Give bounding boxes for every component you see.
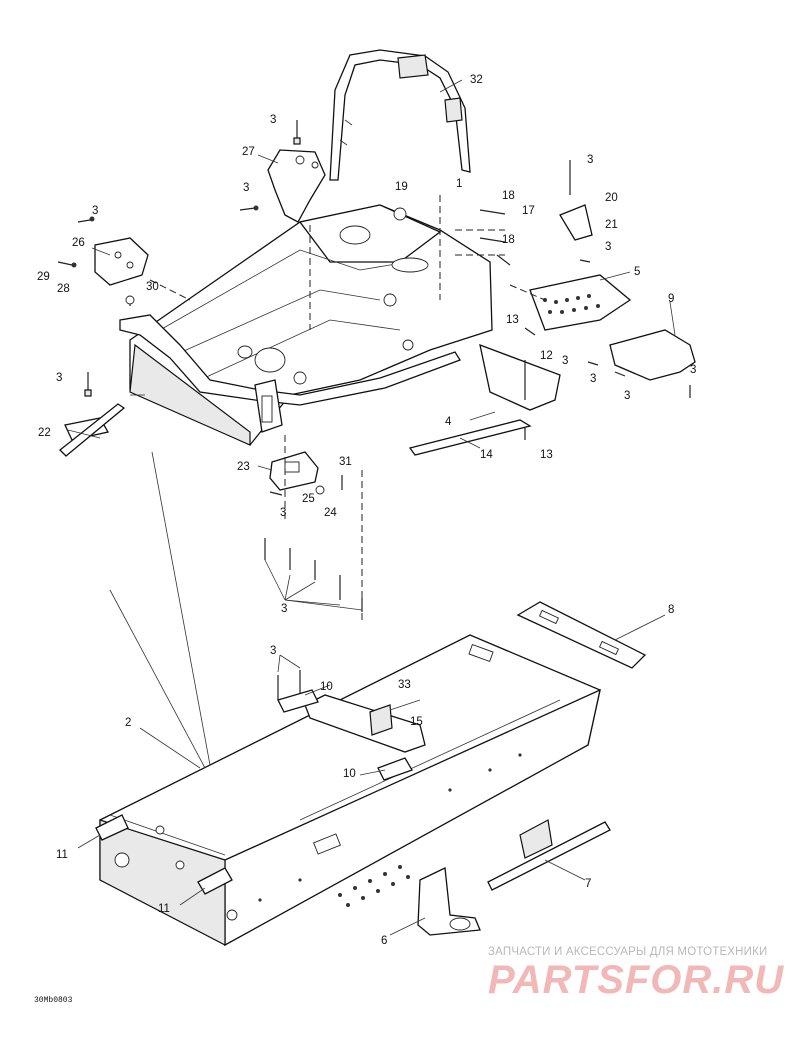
callout-7: 7 [585, 878, 591, 890]
cross-brace [304, 694, 426, 753]
upper-frame [119, 204, 493, 446]
callout-21: 21 [605, 219, 618, 231]
column-bracket [267, 149, 326, 223]
corner-plate-front [95, 814, 129, 841]
callout-3: 3 [56, 372, 62, 384]
leader-lines [67, 79, 676, 936]
tunnel [99, 634, 601, 947]
callout-27: 27 [242, 146, 255, 158]
watermark-logo: PARTSFOR.RU [488, 958, 785, 1002]
callout-3: 3 [243, 182, 249, 194]
callout-28: 28 [57, 283, 70, 295]
callout-13: 13 [506, 314, 519, 326]
callout-10: 10 [343, 768, 356, 780]
side-bracket [94, 237, 149, 286]
callout-11: 11 [158, 903, 170, 915]
callout-6: 6 [381, 935, 387, 947]
callout-26: 26 [72, 237, 85, 249]
drawing-code: 30Mb0803 [34, 996, 73, 1005]
callout-3: 3 [605, 241, 611, 253]
callout-18: 18 [502, 234, 515, 246]
callout-3: 3 [270, 645, 276, 657]
callout-12: 12 [540, 350, 553, 362]
callout-18: 18 [502, 190, 515, 202]
clip-bracket [559, 204, 593, 241]
callout-1: 1 [456, 178, 462, 190]
bumper-mount [59, 403, 126, 457]
callout-10: 10 [320, 681, 333, 693]
assembly-lines-upper [130, 195, 546, 620]
callout-17: 17 [522, 205, 535, 217]
callout-3: 3 [92, 205, 98, 217]
callout-15: 15 [410, 716, 423, 728]
callout-9: 9 [668, 293, 674, 305]
callout-3: 3 [270, 114, 276, 126]
callout-24: 24 [324, 507, 337, 519]
callout-3: 3 [690, 364, 696, 376]
mount-lower [377, 757, 413, 781]
rear-cover [609, 329, 696, 381]
steering-column-support [329, 49, 471, 181]
callout-23: 23 [237, 461, 250, 473]
callout-14: 14 [480, 449, 493, 461]
callout-4: 4 [445, 416, 452, 428]
callout-33: 33 [398, 679, 411, 691]
callout-31: 31 [339, 456, 352, 468]
callout-3: 3 [587, 154, 593, 166]
callout-11: 11 [56, 849, 68, 861]
callout-25: 25 [302, 493, 315, 505]
callout-3: 3 [590, 373, 596, 385]
callout-29: 29 [37, 271, 50, 283]
callout-32: 32 [470, 74, 483, 86]
callout-3: 3 [562, 355, 568, 367]
rear-bracket [417, 867, 481, 936]
callout-3: 3 [280, 507, 286, 519]
callout-2: 2 [125, 717, 131, 729]
perforation-holes [543, 294, 600, 314]
perforated-plate [529, 274, 632, 331]
watermark-tagline: ЗАПЧАСТИ И АКСЕССУАРЫ ДЛЯ МОТОТЕХНИКИ [488, 946, 768, 958]
callout-20: 20 [605, 192, 618, 204]
support-bracket [479, 343, 561, 411]
bottom-rail [487, 821, 611, 891]
callout-22: 22 [38, 427, 51, 439]
callout-19: 19 [395, 181, 408, 193]
mount-upper [277, 689, 319, 713]
side-rail [408, 419, 532, 456]
callout-3: 3 [281, 603, 287, 615]
callout-30: 30 [146, 281, 159, 293]
callout-labels: 32 3 27 3 19 1 18 17 18 3 20 21 3 5 9 3 … [37, 74, 696, 947]
rear-cross-plate [516, 601, 647, 669]
callout-8: 8 [668, 604, 674, 616]
callout-5: 5 [634, 266, 640, 278]
callout-13: 13 [540, 449, 553, 461]
tunnel-holes [258, 753, 522, 907]
callout-3: 3 [624, 390, 630, 402]
